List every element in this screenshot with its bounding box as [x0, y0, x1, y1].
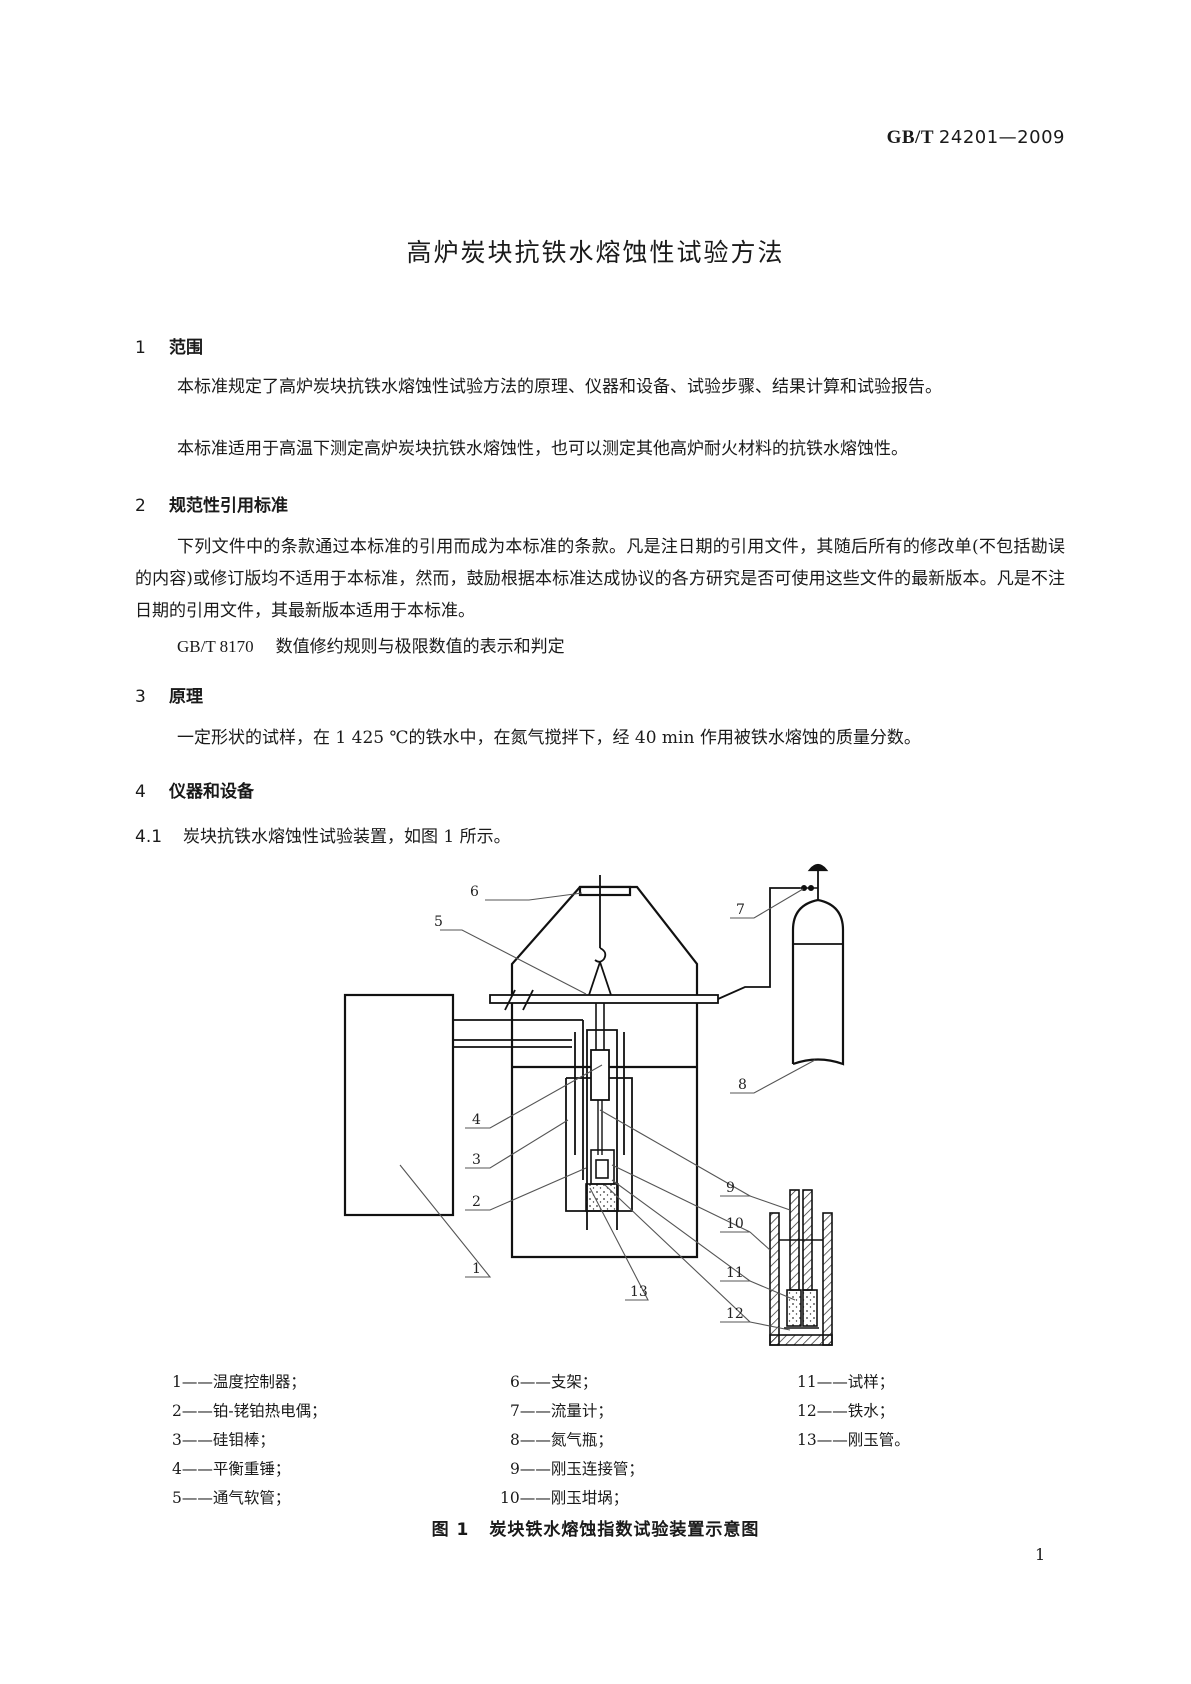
subsection-number: 4.1	[135, 827, 163, 847]
legend-item-7: 7——流量计；	[510, 1402, 613, 1420]
subsection-4-1: 4.1 炭块抗铁水熔蚀性试验装置，如图 1 所示。	[135, 822, 511, 847]
callout-12: 12	[726, 1306, 744, 1322]
legend-item-12: 12——铁水；	[797, 1402, 895, 1420]
callout-11: 11	[726, 1265, 744, 1281]
section-number: 4	[135, 782, 146, 802]
page-number: 1	[1035, 1545, 1046, 1564]
section-3-paragraph-1: 一定形状的试样，在 1 425 ℃的铁水中，在氮气搅拌下，经 40 min 作用…	[177, 728, 921, 748]
section-1-paragraph-1: 本标准规定了高炉炭块抗铁水熔蚀性试验方法的原理、仪器和设备、试验步骤、结果计算和…	[177, 377, 942, 397]
section-title: 原理	[169, 687, 203, 707]
callout-3: 3	[472, 1152, 481, 1168]
callout-1: 1	[472, 1261, 481, 1277]
legend-item-8: 8——氮气瓶；	[510, 1431, 613, 1449]
figure-number: 图 1	[431, 1520, 470, 1540]
standard-number: GB/T 24201—2009	[887, 127, 1065, 149]
callout-2: 2	[472, 1194, 481, 1210]
section-1-heading: 1 范围	[135, 333, 203, 358]
section-number: 1	[135, 338, 146, 358]
callout-8: 8	[738, 1077, 747, 1093]
callout-5: 5	[434, 914, 443, 930]
document-title: 高炉炭块抗铁水熔蚀性试验方法	[406, 238, 785, 267]
reference-title: 数值修约规则与极限数值的表示和判定	[275, 637, 565, 657]
section-number: 2	[135, 496, 146, 516]
section-2-heading: 2 规范性引用标准	[135, 491, 288, 516]
section-title: 范围	[169, 338, 203, 358]
callout-13: 13	[630, 1284, 648, 1300]
callout-10: 10	[726, 1216, 744, 1232]
standard-code: 24201—2009	[938, 127, 1065, 148]
callout-4: 4	[472, 1112, 481, 1128]
subsection-text: 炭块抗铁水熔蚀性试验装置，如图 1 所示。	[183, 827, 511, 847]
legend-item-6: 6——支架；	[510, 1373, 598, 1391]
section-number: 3	[135, 687, 146, 707]
callout-6: 6	[470, 884, 479, 900]
legend-item-4: 4——平衡重锤；	[172, 1460, 291, 1478]
standard-prefix: GB/T	[886, 127, 934, 148]
section-title: 仪器和设备	[169, 782, 254, 802]
callout-9: 9	[726, 1180, 735, 1196]
reference-code: GB/T 8170	[177, 637, 254, 656]
normative-reference: GB/T 8170 数值修约规则与极限数值的表示和判定	[177, 632, 565, 657]
callout-7: 7	[736, 902, 745, 918]
figure-caption-text: 炭块铁水熔蚀指数试验装置示意图	[489, 1520, 760, 1540]
apparatus-diagram: 6 5 7 8 4 3 2 1 13 9 10 11 12	[343, 863, 845, 1346]
legend-item-2: 2——铂-铑铂热电偶；	[172, 1402, 327, 1420]
legend-item-1: 1——温度控制器；	[172, 1373, 306, 1391]
section-2-paragraph-1: 下列文件中的条款通过本标准的引用而成为本标准的条款。凡是注日期的引用文件，其随后…	[135, 537, 1065, 621]
legend-item-3: 3——硅钼棒；	[172, 1431, 275, 1449]
section-1-paragraph-2: 本标准适用于高温下测定高炉炭块抗铁水熔蚀性，也可以测定其他高炉耐火材料的抗铁水熔…	[177, 439, 908, 459]
legend-item-9: 9——刚玉连接管；	[510, 1460, 644, 1478]
legend-item-11: 11——试样；	[797, 1373, 895, 1391]
legend-item-10: 10——刚玉坩埚；	[500, 1489, 629, 1507]
figure-caption: 图 1 炭块铁水熔蚀指数试验装置示意图	[0, 1515, 1191, 1540]
section-title: 规范性引用标准	[169, 496, 288, 516]
section-4-heading: 4 仪器和设备	[135, 777, 254, 802]
legend-item-13: 13——刚玉管。	[797, 1431, 910, 1449]
section-3-heading: 3 原理	[135, 682, 203, 707]
legend-item-5: 5——通气软管；	[172, 1489, 291, 1507]
